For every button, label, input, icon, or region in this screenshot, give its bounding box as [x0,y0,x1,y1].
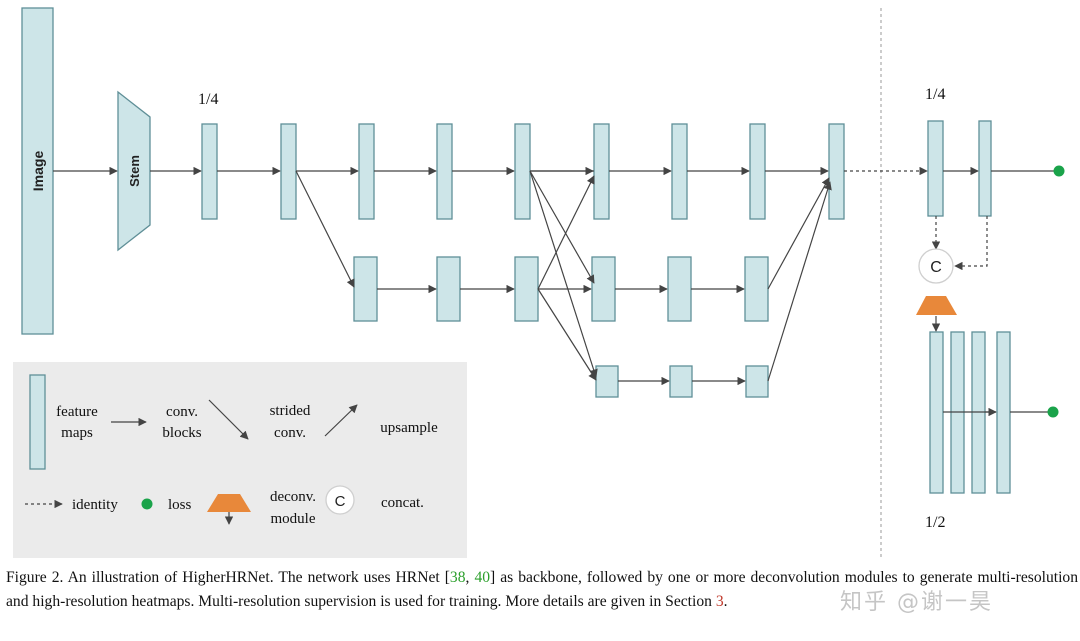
legend-deconv-icon [207,494,251,512]
identity-connections [25,166,988,509]
feature-map [595,365,619,398]
feature-map [929,331,944,494]
citation-link[interactable]: 38 [449,569,466,586]
head-resolution-bottom-label: 1/2 [925,514,945,531]
legend-blocks-label: blocks [162,425,201,441]
image-block [21,7,54,335]
feature-map [667,256,692,322]
loss-dot [1053,165,1065,177]
feature-map [358,123,375,220]
feature-map [593,123,610,220]
feature-map [436,123,453,220]
legend-maps-label: maps [61,425,93,441]
concat-node [918,248,954,284]
legend-feature-map-swatch [29,374,46,470]
citation-link[interactable]: 40 [474,569,491,586]
legend-deconv-label: deconv. [270,489,316,505]
watermark: 知乎 @谢一昊 [840,590,993,615]
feature-map [927,120,944,217]
legend-identity-label: identity [72,497,118,513]
caption-part-1: Figure 2. An illustration of HigherHRNet… [6,569,450,586]
feature-map [744,256,769,322]
caption-part-3: . [723,592,728,610]
feature-map [996,331,1011,494]
legend-upsample-label: upsample [380,420,438,436]
figure-caption: Figure 2. An illustration of HigherHRNet… [6,566,1078,613]
backbone-resolution-label: 1/4 [198,91,218,108]
legend-strided-conv-label: conv. [274,425,306,441]
feature-map [745,365,769,398]
feature-map [749,123,766,220]
legend-feature-label: feature [56,404,98,420]
loss-dot [1047,406,1059,418]
feature-map [514,256,539,322]
bottom-row-feature-maps [595,365,769,398]
deconv-module [916,296,957,315]
feature-map [280,123,297,220]
legend-concat-label: concat. [381,495,424,511]
stem-block [117,90,151,252]
legend-strided-label: strided [270,403,311,419]
section-link[interactable]: 3 [715,592,724,610]
caption-part-2: ] as backbone, followed by one or more d… [6,569,1079,610]
legend-loss-label: loss [168,497,192,513]
feature-map [828,123,845,220]
head-resolution-top-label: 1/4 [925,86,945,103]
legend-module-label: module [271,511,316,527]
legend-box [13,362,467,558]
legend-conv-label: conv. [166,404,198,420]
legend-loss-dot [141,498,153,510]
feature-map [436,256,461,322]
legend-concat-symbol: C [335,493,346,510]
higherhrnet-diagram: Image Stem 1/4 1/4 1/2 [13,7,1065,560]
feature-map [514,123,531,220]
image-label: Image [30,151,46,192]
feature-map [978,120,992,217]
feature-map [353,256,378,322]
head-feature-maps [927,120,1011,494]
middle-row-feature-maps [353,256,769,322]
legend-concat-node [325,485,355,515]
stem-label: Stem [127,155,142,187]
connections [53,166,1058,440]
caption-sep: , [465,569,475,586]
feature-map [591,256,616,322]
feature-map [669,365,693,398]
feature-map [201,123,218,220]
top-row-feature-maps [201,123,845,220]
concat-symbol: C [930,259,942,276]
feature-map [671,123,688,220]
